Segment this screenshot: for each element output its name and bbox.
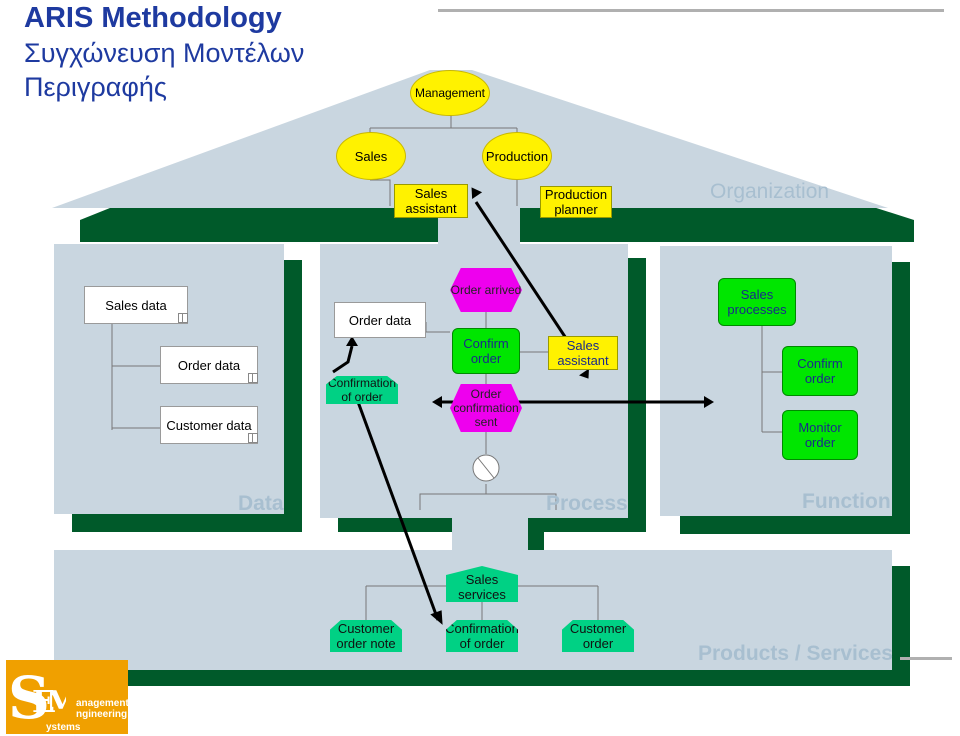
top-rule [438,9,944,12]
svg-text:E: E [32,685,55,720]
product-customer-order: Customer order [562,620,634,652]
title-line-1: ARIS Methodology [24,2,282,34]
title-line-2: Συγχώνευση Μοντέλων [24,38,305,68]
process-confirmation-of-order: Confirmation of order [326,376,398,404]
logo-line-3: ystems [46,722,81,733]
product-confirmation-of-order: Confirmation of order [445,620,519,652]
org-unit-management: Management [410,70,490,116]
organization-section-label: Organization [710,180,830,203]
function-monitor-order: Monitor order [782,410,858,460]
title-line-3: Περιγραφής [24,72,167,102]
table-icon [178,313,188,323]
product-sales-services: Sales services [446,566,518,602]
event-order-confirmation-sent: Order confirmation sent [450,384,522,432]
logo-line-1: anagement [76,698,129,709]
table-icon [248,373,258,383]
data-order-data: Order data [160,346,258,384]
sem-monogram-icon: S E M [8,664,66,732]
function-confirm-order: Confirm order [452,328,520,374]
position-sales-assistant: Sales assistant [394,184,468,218]
bottom-rule [900,657,952,660]
process-sales-assistant: Sales assistant [548,336,618,370]
data-customer-data: Customer data [160,406,258,444]
function-sales-processes: Sales processes [718,278,796,326]
org-unit-sales: Sales [336,132,406,180]
event-order-arrived: Order arrived [450,268,522,312]
position-production-planner: Production planner [540,186,612,218]
function-section-label: Function [802,490,891,513]
product-customer-order-note: Customer order note [330,620,402,652]
data-section-label: Data [238,492,284,515]
products-section-label: Products / Services [698,642,893,665]
svg-text:M: M [46,685,66,720]
process-order-data: Order data [334,302,426,338]
org-unit-production: Production [482,132,552,180]
data-sales-data: Sales data [84,286,188,324]
function-confirm-order-view: Confirm order [782,346,858,396]
process-section-label: Process [546,492,628,515]
logo-line-2: ngineering [76,709,128,720]
table-icon [248,433,258,443]
company-logo: S E M anagement ngineering ystems [6,660,129,734]
svg-text:S: S [8,664,50,732]
